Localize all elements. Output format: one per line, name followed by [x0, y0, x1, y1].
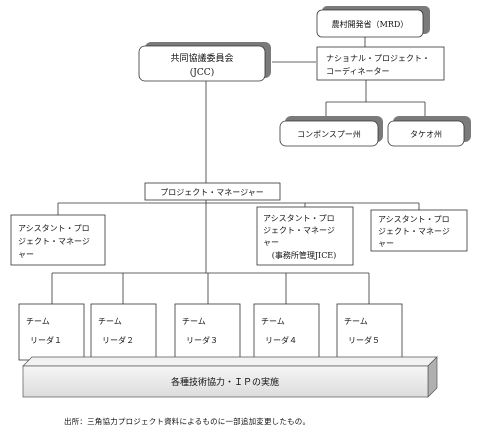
team-leader-label-line2: リーダ４ — [265, 335, 297, 345]
province-label: タケオ州 — [410, 130, 442, 139]
team-leader-box-3: チーム リーダ３ — [174, 303, 241, 361]
source-note: 出所：三角協力プロジェクト資料によるものに一部追加変更したもの。 — [64, 417, 311, 426]
team-leader-box-4: チーム リーダ４ — [253, 303, 320, 361]
team-leader-label-line2: リーダ３ — [186, 335, 218, 345]
coordinator-label-line2: コーディネーター — [326, 66, 389, 76]
team-leader-label-line1: チーム — [98, 317, 122, 326]
mrd-label: 農村開発省（MRD） — [332, 19, 409, 29]
project-manager-label: プロジェクト・マネージャー — [160, 188, 263, 197]
team-leader-label-line2: リーダ１ — [30, 335, 62, 345]
coordinator-box: ナショナル・プロジェクト・ コーディネーター — [316, 46, 445, 81]
project-manager-box: プロジェクト・マネージャー — [144, 182, 281, 201]
coordinator-label-line1: ナショナル・プロジェクト・ — [326, 54, 430, 63]
assistant-pm-label-line1: アシスタント・プロ — [378, 215, 450, 224]
team-leader-label-line1: チーム — [26, 317, 50, 326]
implementation-bar: 各種技術協力・ＩＰの実施 — [22, 356, 438, 398]
team-leader-label-line2: リーダ５ — [348, 335, 380, 345]
connector-lines — [51, 36, 426, 304]
implementation-bar-label: 各種技術協力・ＩＰの実施 — [171, 376, 279, 388]
assistant-pm-label-line3: ャー — [18, 250, 34, 259]
assistant-pm-box-2: アシスタント・プロ ジェクト・マネージ ャー (事務所管理JICE) — [256, 206, 354, 266]
assistant-pm-label-line2: ジェクト・マネージ — [18, 237, 90, 246]
province-box-takeo: タケオ州 — [387, 116, 471, 147]
jcc-box: 共同協議委員会 (JCC) — [138, 42, 271, 82]
assistant-pm-box-3: アシスタント・プロ ジェクト・マネージ ャー — [370, 209, 468, 252]
assistant-pm-label-line2: ジェクト・マネージ — [263, 226, 335, 235]
team-leader-label-line1: チーム — [261, 317, 285, 326]
assistant-pm-label-line4: (事務所管理JICE) — [272, 250, 337, 260]
assistant-pm-label-line3: ャー — [378, 239, 394, 248]
jcc-label-line2: (JCC) — [190, 67, 214, 78]
province-box-kampong-speu: コンポンスプー州 — [279, 116, 383, 147]
mrd-box: 農村開発省（MRD） — [316, 6, 430, 38]
province-label: コンポンスプー州 — [297, 130, 361, 139]
assistant-pm-box-1: アシスタント・プロ ジェクト・マネージ ャー — [10, 214, 106, 266]
assistant-pm-label-line2: ジェクト・マネージ — [378, 227, 450, 236]
team-leader-label-line1: チーム — [182, 317, 206, 326]
jcc-label-line1: 共同協議委員会 — [170, 52, 233, 64]
team-leader-box-1: チーム リーダ１ — [18, 303, 85, 361]
assistant-pm-label-line1: アシスタント・プロ — [263, 214, 335, 223]
team-leader-label-line1: チーム — [344, 317, 368, 326]
assistant-pm-label-line3: ャー — [263, 238, 279, 247]
assistant-pm-label-line1: アシスタント・プロ — [18, 224, 90, 233]
team-leader-box-5: チーム リーダ５ — [336, 303, 403, 361]
team-leader-label-line2: リーダ２ — [102, 335, 134, 345]
team-leader-box-2: チーム リーダ２ — [90, 303, 157, 361]
